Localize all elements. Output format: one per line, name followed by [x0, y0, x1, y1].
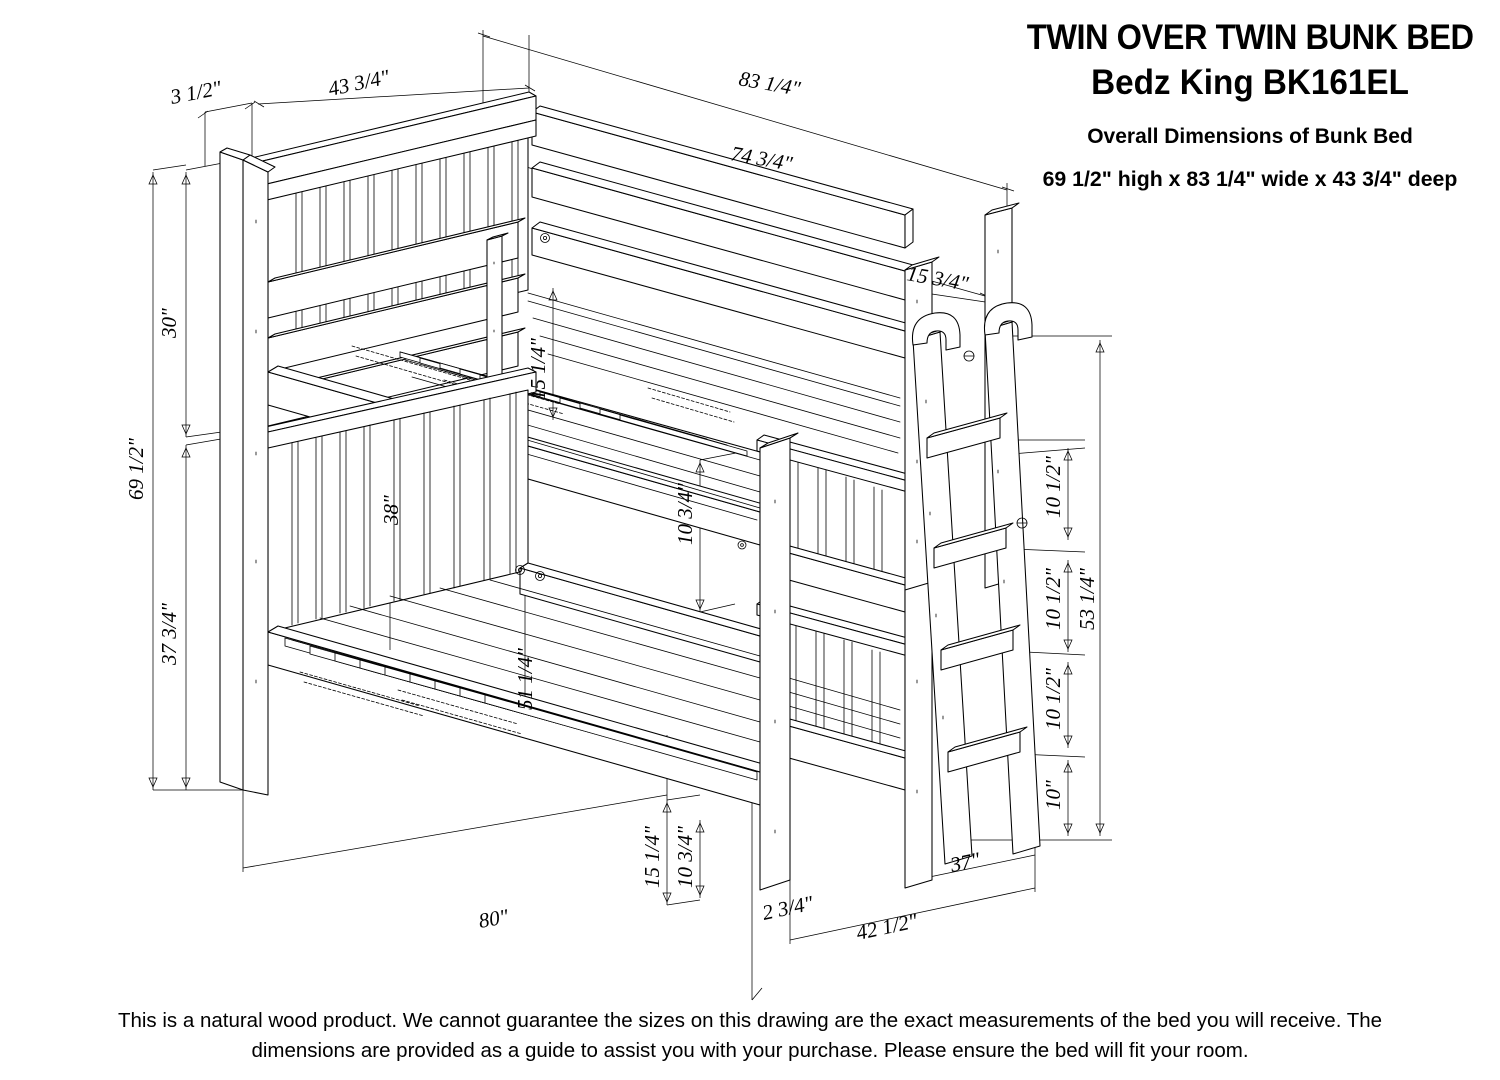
title-block: TWIN OVER TWIN BUNK BED Bedz King BK161E…	[1010, 18, 1490, 190]
dim-ladder-total: 53 1/4"	[1075, 568, 1099, 630]
dim-lower-deck-height: 37 3/4"	[157, 603, 181, 666]
upper-bed-far-side	[531, 105, 914, 359]
dim-post-thickness: 3 1/2"	[167, 76, 223, 110]
dim-upper-slat-drop: 10 3/4"	[673, 483, 697, 545]
dim-ladder-step-3: 10 1/2"	[1041, 668, 1065, 730]
dim-ladder-step-2: 10 1/2"	[1041, 568, 1065, 630]
overall-dimensions-text: 69 1/2" high x 83 1/4" wide x 43 3/4" de…	[1042, 166, 1458, 191]
dim-lower-mattress-width: 51 1/4"	[513, 648, 537, 710]
dim-overall-height: 69 1/2"	[124, 438, 148, 500]
lower-bunk-slats	[267, 562, 771, 806]
dim-headboard-to-top: 30"	[157, 308, 181, 339]
dim-ladder-step-1: 10 1/2"	[1041, 456, 1065, 518]
dim-overall-width: 83 1/4"	[737, 66, 802, 100]
dim-ladder-step-4: 10"	[1041, 780, 1065, 810]
dim-upper-rail-gap: 15 1/4"	[526, 338, 550, 400]
hardware-marks	[515, 540, 747, 575]
dim-ladder-base: 42 1/2"	[854, 909, 920, 945]
lower-headboard-panel	[242, 367, 537, 633]
dim-floor-length: 80"	[477, 904, 511, 933]
disclaimer-line-2: dimensions are provided as a guide to as…	[251, 1038, 1249, 1062]
disclaimer: This is a natural wood product. We canno…	[0, 1006, 1500, 1065]
bed-legs	[219, 147, 933, 891]
dim-ladder-offset: 37"	[947, 847, 982, 877]
dim-lower-deck-clearance: 15 1/4"	[640, 826, 664, 888]
dimensions-subtitle: Overall Dimensions of Bunk Bed	[1087, 124, 1413, 148]
disclaimer-line-1: This is a natural wood product. We canno…	[117, 1009, 1383, 1032]
dim-headboard-lower: 38"	[379, 495, 403, 526]
product-model: Bedz King BK161EL	[1091, 63, 1409, 103]
dim-lower-rail-drop: 10 3/4"	[673, 826, 697, 888]
ladder	[911, 302, 1041, 865]
dim-depth-top: 43 3/4"	[326, 65, 392, 101]
ladder-steps	[926, 412, 1028, 773]
dim-leg-offset: 2 3/4"	[760, 891, 815, 925]
product-title: TWIN OVER TWIN BUNK BED	[1026, 18, 1474, 57]
